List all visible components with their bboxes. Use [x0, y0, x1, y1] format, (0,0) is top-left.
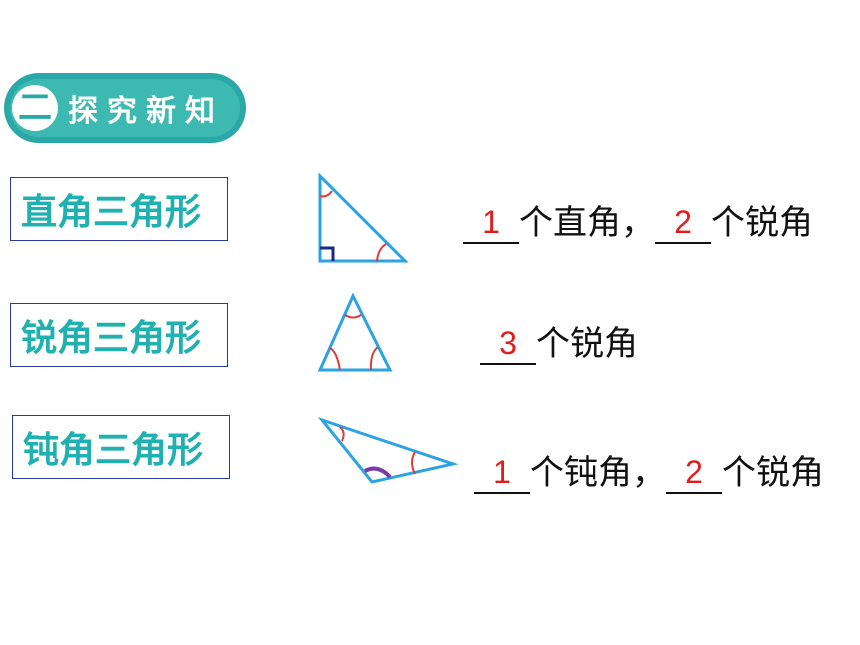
right-triangle-figure — [318, 172, 409, 263]
label-acute-triangle: 锐角三角形 — [10, 303, 228, 367]
label-obtuse-triangle-text: 钝角三角形 — [23, 430, 204, 471]
statement-text: 个钝角， — [530, 453, 666, 493]
obtuse-triangle-shape — [318, 417, 459, 484]
right-triangle-shape — [318, 172, 409, 263]
acute-angle-mark-right — [376, 243, 387, 262]
acute-angle-mark-top — [319, 190, 333, 198]
answer-acute-angle-count[interactable]: 2 — [655, 204, 711, 244]
acute-triangle-shape — [317, 292, 393, 372]
section-title: 探究新知 — [68, 94, 224, 129]
acute-triangle-figure — [317, 292, 393, 372]
acute-angle-mark-left — [329, 347, 341, 371]
answer-acute-angle-count[interactable]: 3 — [480, 325, 536, 365]
statement-text: 个锐角 — [536, 324, 638, 364]
statement-text: 个锐角 — [722, 453, 824, 493]
statement-text: 个锐角 — [711, 203, 813, 243]
acute-angle-mark-left — [339, 426, 345, 442]
acute-angle-mark-right — [369, 346, 379, 371]
answer-right-angle-count[interactable]: 1 — [463, 204, 519, 244]
statement-text: 个直角， — [519, 203, 655, 243]
section-badge: 二 探究新知 — [4, 73, 246, 143]
section-number: 二 — [12, 85, 58, 131]
acute-angle-mark-right — [411, 451, 416, 475]
obtuse-triangle-figure — [318, 417, 459, 484]
label-acute-triangle-text: 锐角三角形 — [21, 318, 202, 359]
label-obtuse-triangle: 钝角三角形 — [12, 415, 230, 479]
answer-acute-angle-count[interactable]: 2 — [666, 454, 722, 494]
answer-obtuse-angle-count[interactable]: 1 — [474, 454, 530, 494]
label-right-triangle-text: 直角三角形 — [21, 192, 202, 233]
obtuse-angle-mark — [364, 466, 392, 479]
right-angle-mark — [320, 246, 335, 261]
label-right-triangle: 直角三角形 — [10, 177, 228, 241]
acute-angle-mark-top — [344, 314, 362, 319]
section-badge-inner: 二 探究新知 — [10, 79, 240, 137]
